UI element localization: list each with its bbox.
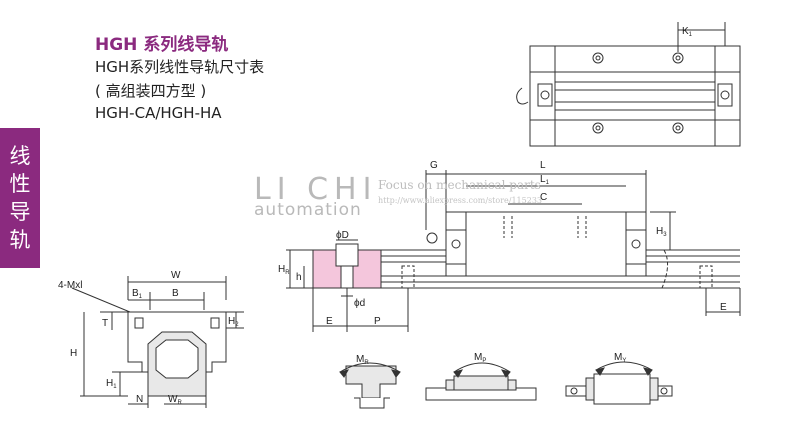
side-tab: 线 性 导 轨 bbox=[0, 128, 40, 268]
label-b1: B1 bbox=[132, 288, 143, 300]
page-subtitle: HGH系列线性导轨尺寸表 bbox=[95, 58, 265, 76]
side-view bbox=[286, 170, 741, 332]
moment-mr-icon bbox=[339, 362, 401, 409]
label-phi-d-small: ϕd bbox=[354, 298, 365, 309]
label-hr: HR bbox=[278, 264, 290, 276]
label-h2: H2 bbox=[228, 316, 239, 328]
label-wr: WR bbox=[168, 394, 182, 406]
label-h1: H1 bbox=[106, 378, 117, 390]
label-p: P bbox=[374, 316, 381, 327]
label-h-small: h bbox=[296, 272, 302, 283]
label-mxl: 4-Mxl bbox=[58, 280, 82, 291]
side-tab-char: 导 bbox=[9, 200, 31, 224]
page-note: ( 高组装四方型 ) bbox=[95, 82, 207, 100]
moment-mp-icon bbox=[425, 362, 537, 401]
side-tab-char: 性 bbox=[9, 172, 31, 196]
model-code: HGH-CA/HGH-HA bbox=[95, 104, 222, 122]
label-t: T bbox=[102, 318, 108, 329]
label-h: H bbox=[70, 348, 77, 359]
label-w: W bbox=[171, 270, 181, 281]
cross-section-view bbox=[71, 276, 244, 408]
watermark-url: http://www.aliexpress.com/store/115233 bbox=[378, 196, 542, 205]
watermark-brand: LI CHI bbox=[254, 172, 378, 207]
label-h3: H3 bbox=[656, 226, 667, 238]
label-k1: K1 bbox=[682, 26, 693, 38]
dimension-labels: K1 W B B1 4-Mxl T H H1 H2 N WR G L L1 C … bbox=[58, 26, 727, 406]
watermark-tagline: Focus on mechanical parts bbox=[378, 178, 541, 192]
label-n: N bbox=[136, 394, 143, 405]
label-g: G bbox=[430, 160, 438, 171]
label-e-right: E bbox=[720, 302, 727, 313]
label-mp: MP bbox=[474, 352, 486, 364]
page-title: HGH 系列线导轨 bbox=[95, 35, 229, 55]
label-b: B bbox=[172, 288, 179, 299]
moment-my-icon bbox=[565, 361, 673, 405]
label-l1: L1 bbox=[540, 174, 550, 186]
side-tab-char: 线 bbox=[9, 144, 31, 168]
top-view bbox=[516, 22, 741, 147]
label-l: L bbox=[540, 160, 546, 171]
label-phi-d-big: ϕD bbox=[336, 230, 349, 241]
side-tab-char: 轨 bbox=[9, 228, 31, 252]
label-e-left: E bbox=[326, 316, 333, 327]
label-my: MY bbox=[614, 352, 626, 364]
label-mr: MR bbox=[356, 354, 369, 366]
label-c: C bbox=[540, 192, 547, 203]
watermark-sub: automation bbox=[254, 200, 362, 220]
